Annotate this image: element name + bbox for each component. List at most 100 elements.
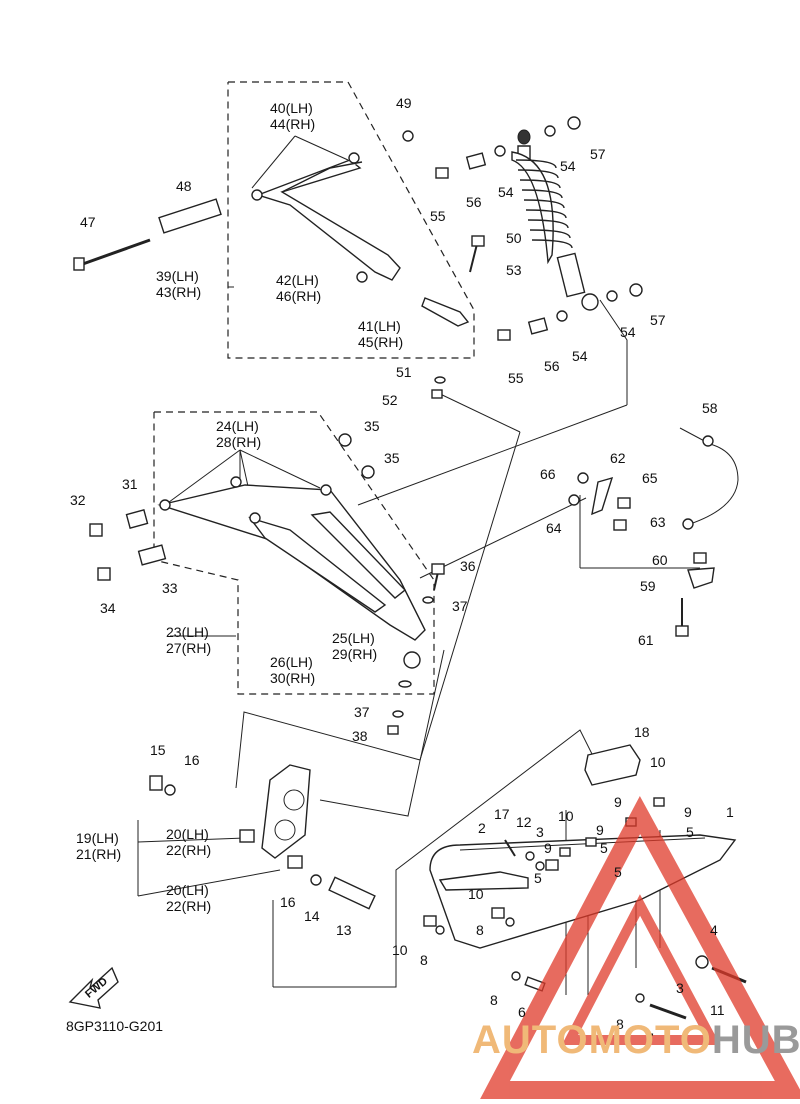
callout-61: 61 [638, 632, 654, 648]
callout-30: 30(RH) [270, 670, 316, 686]
callout-48: 48 [176, 178, 192, 194]
callout-16-a: 16 [184, 752, 200, 768]
callout-63: 63 [650, 514, 666, 530]
callout-17: 17 [494, 806, 510, 822]
callout-57-b: 57 [650, 312, 666, 328]
callout-15: 15 [150, 742, 166, 758]
callout-10-d: 10 [392, 942, 408, 958]
callout-10-a: 10 [650, 754, 666, 770]
callout-5-b: 5 [600, 840, 608, 856]
callout-40: 40(LH) [270, 100, 313, 116]
watermark-part1: AUTOMOTO [472, 1018, 712, 1062]
callout-35-b: 35 [384, 450, 400, 466]
callout-20-b: 20(LH) [166, 882, 209, 898]
callout-54-c: 54 [572, 348, 588, 364]
callout-55-a: 55 [430, 208, 446, 224]
watermark-text: AUTOMOTOHUB [472, 1018, 800, 1063]
callout-5-d: 5 [534, 870, 542, 886]
spindle [149, 764, 376, 910]
callout-11: 11 [710, 1002, 725, 1018]
callout-58: 58 [702, 400, 718, 416]
callout-54-b: 54 [560, 158, 576, 174]
callout-3-b: 3 [676, 980, 684, 996]
upper-arm-group-outline [227, 81, 475, 359]
callout-54-a: 54 [498, 184, 514, 200]
callout-52: 52 [382, 392, 398, 408]
callout-44: 44(RH) [270, 116, 316, 132]
callout-43: 43(RH) [156, 284, 202, 300]
lower-a-arm [89, 433, 445, 735]
callout-59: 59 [640, 578, 656, 594]
stabilizer-link [568, 427, 739, 637]
callout-35-a: 35 [364, 418, 380, 434]
callout-8-d: 8 [616, 1016, 624, 1032]
callout-25: 25(LH) [332, 630, 375, 646]
callout-49: 49 [396, 95, 412, 111]
callout-19: 19(LH) [76, 830, 119, 846]
callout-47: 47 [80, 214, 96, 230]
watermark-triangle [480, 795, 800, 1099]
callout-10-b: 10 [558, 808, 574, 824]
callout-18: 18 [634, 724, 650, 740]
callout-55-b: 55 [508, 370, 524, 386]
callout-12: 12 [516, 814, 532, 830]
callout-23: 23(LH) [166, 624, 209, 640]
callout-22-b: 22(RH) [166, 898, 212, 914]
callout-38: 38 [352, 728, 368, 744]
ski [423, 744, 747, 1020]
callout-8-b: 8 [420, 952, 428, 968]
callout-34: 34 [100, 600, 116, 616]
callout-5-c: 5 [614, 864, 622, 880]
callout-36: 36 [460, 558, 476, 574]
callout-56-a: 56 [466, 194, 482, 210]
callout-6: 6 [518, 1004, 526, 1020]
callout-2: 2 [478, 820, 486, 836]
callout-41: 41(LH) [358, 318, 401, 334]
callout-51: 51 [396, 364, 412, 380]
callout-62: 62 [610, 450, 626, 466]
callout-9-a: 9 [614, 794, 622, 810]
callout-9-b: 9 [684, 804, 692, 820]
callout-4: 4 [710, 922, 718, 938]
callout-57-a: 57 [590, 146, 606, 162]
callout-13: 13 [336, 922, 352, 938]
lower-arm-group-outline [153, 411, 435, 695]
callout-64: 64 [546, 520, 562, 536]
callout-29: 29(RH) [332, 646, 378, 662]
upper-a-arm [73, 130, 485, 399]
callout-10-c: 10 [468, 886, 484, 902]
callout-24: 24(LH) [216, 418, 259, 434]
callout-3-a: 3 [536, 824, 544, 840]
callout-8-a: 8 [476, 922, 484, 938]
diagram-code: 8GP3110-G201 [66, 1018, 164, 1034]
callout-54-d: 54 [620, 324, 636, 340]
callout-56-b: 56 [544, 358, 560, 374]
callout-5-a: 5 [686, 824, 694, 840]
callout-39: 39(LH) [156, 268, 199, 284]
callout-33: 33 [162, 580, 178, 596]
callout-16-b: 16 [280, 894, 296, 910]
watermark-part2: HUB [711, 1018, 800, 1062]
callout-14: 14 [304, 908, 320, 924]
callout-66: 66 [540, 466, 556, 482]
callout-32: 32 [70, 492, 86, 508]
callout-9-c: 9 [596, 822, 604, 838]
fwd-arrow-icon [68, 966, 119, 1009]
callout-26: 26(LH) [270, 654, 313, 670]
shock-absorber [435, 116, 643, 341]
callout-21: 21(RH) [76, 846, 122, 862]
callout-28: 28(RH) [216, 434, 262, 450]
callout-42: 42(LH) [276, 272, 319, 288]
callout-9-d: 9 [544, 840, 552, 856]
callout-22-a: 22(RH) [166, 842, 212, 858]
callout-8-c: 8 [490, 992, 498, 1008]
callout-46: 46(RH) [276, 288, 322, 304]
callout-7: 7 [646, 1030, 654, 1046]
callout-27: 27(RH) [166, 640, 212, 656]
callout-20-a: 20(LH) [166, 826, 209, 842]
callout-37-a: 37 [452, 598, 468, 614]
callout-1: 1 [726, 804, 734, 820]
callout-60: 60 [652, 552, 668, 568]
callout-50: 50 [506, 230, 522, 246]
